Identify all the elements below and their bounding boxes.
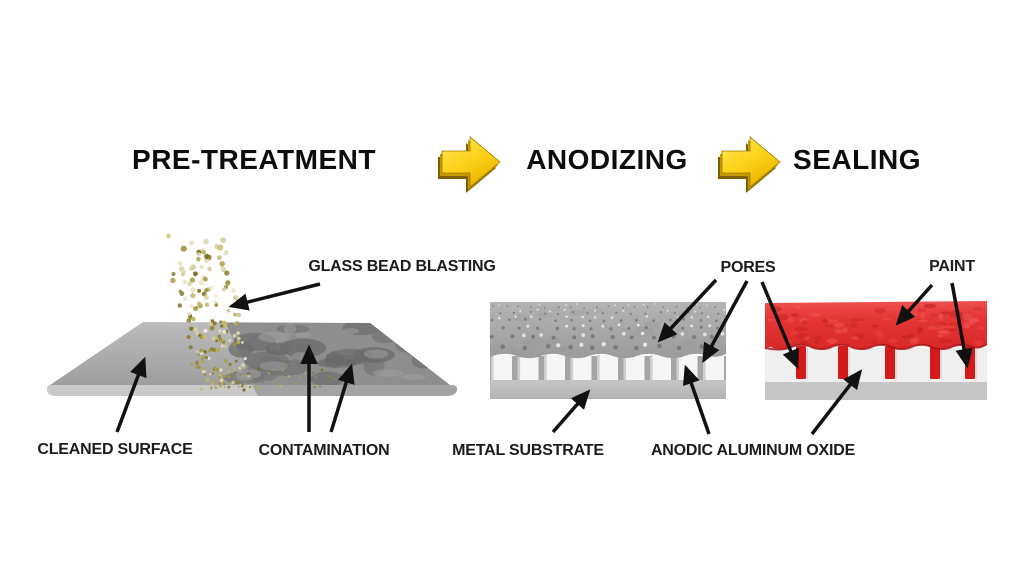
arrow-cleaned-surface bbox=[115, 356, 147, 433]
step-title-anodizing: ANODIZING bbox=[526, 144, 688, 175]
arrow-metal-substrate bbox=[551, 389, 591, 434]
label-anodic-aluminum-oxide: ANODIC ALUMINUM OXIDE bbox=[650, 442, 856, 459]
arrow-contamination-2 bbox=[329, 363, 355, 433]
step-arrow-icon bbox=[438, 136, 501, 193]
label-contamination: CONTAMINATION bbox=[258, 442, 390, 459]
metal-substrate-layer bbox=[765, 382, 987, 400]
arrow-pores-1 bbox=[657, 278, 718, 343]
step-title-sealing: SEALING bbox=[793, 144, 921, 175]
arrow-anodic-oxide-1 bbox=[683, 364, 711, 435]
metal-substrate-layer bbox=[490, 380, 726, 399]
pretreatment-illustration bbox=[47, 233, 458, 396]
step-arrow-icon bbox=[718, 136, 781, 193]
sealing-illustration bbox=[764, 301, 988, 400]
label-glass-bead-blasting: GLASS BEAD BLASTING bbox=[308, 258, 496, 275]
label-paint: PAINT bbox=[929, 258, 975, 275]
plate-front-edge-dirty bbox=[252, 385, 458, 396]
arrow-paint-1 bbox=[895, 283, 934, 326]
label-pores: PORES bbox=[720, 259, 776, 276]
arrow-pores-3 bbox=[760, 281, 799, 370]
arrow-anodic-oxide-2 bbox=[810, 369, 863, 436]
arrow-pores-2 bbox=[702, 280, 749, 364]
label-cleaned-surface: CLEANED SURFACE bbox=[37, 441, 193, 458]
step-title-pre-treatment: PRE-TREATMENT bbox=[132, 144, 376, 175]
arrow-paint-2 bbox=[950, 282, 973, 369]
arrow-glass-bead-blasting bbox=[228, 282, 321, 311]
label-metal-substrate: METAL SUBSTRATE bbox=[452, 442, 604, 459]
glass-bead-stream bbox=[166, 233, 336, 392]
